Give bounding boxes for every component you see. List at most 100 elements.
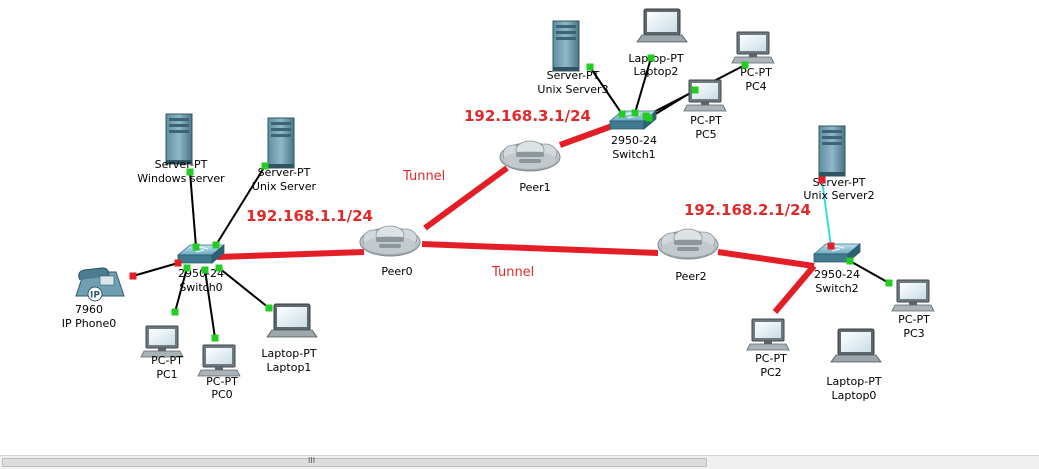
port-status-switch2-unix_server2-0 <box>818 176 826 184</box>
laptop-icon <box>830 328 882 363</box>
router-icon <box>359 225 421 257</box>
pc-icon <box>746 318 790 351</box>
device-label-model: Server-PT <box>155 158 208 171</box>
device-peer1[interactable]: Peer1 <box>499 140 561 194</box>
device-label-model: PC-PT <box>898 313 930 326</box>
device-label-name: PC3 <box>903 327 924 340</box>
device-label-model: Server-PT <box>547 69 600 82</box>
device-label-name: Switch0 <box>179 281 222 294</box>
device-label-model: 2950-24 <box>611 134 657 147</box>
port-status-switch0-pc0-1 <box>201 266 209 274</box>
device-label-model: PC-PT <box>206 375 238 388</box>
device-label-name: Unix Server <box>252 180 317 193</box>
device-peer2[interactable]: Peer2 <box>657 228 719 283</box>
link-switch1-laptop2[interactable] <box>634 57 652 114</box>
device-label-name: PC4 <box>745 80 766 93</box>
router-icon <box>499 140 561 172</box>
device-label-name: IP Phone0 <box>62 317 116 330</box>
link-peer0-peer1[interactable] <box>423 165 509 231</box>
device-label-name: Switch2 <box>815 282 858 295</box>
pc-icon <box>731 31 775 64</box>
port-status-switch1-unix_server3-0 <box>586 63 594 71</box>
device-label-name: Unix Server3 <box>537 83 608 96</box>
ip-address-note: 192.168.3.1/24 <box>464 107 591 125</box>
pc-icon <box>683 79 727 112</box>
server-icon <box>165 113 193 165</box>
router-icon <box>657 228 719 260</box>
port-status-switch0-pc1-1 <box>183 264 191 272</box>
link-switch0-peer0[interactable] <box>216 249 365 260</box>
horizontal-scrollbar[interactable]: III <box>0 455 1039 469</box>
link-peer1-switch1[interactable] <box>558 123 614 148</box>
device-label-model: PC-PT <box>690 114 722 127</box>
port-status-switch0-unix_server-0 <box>261 162 269 170</box>
port-status-switch0-pc0-0 <box>211 334 219 342</box>
device-label-name: PC2 <box>760 366 781 379</box>
device-label-name: Windows server <box>137 172 225 185</box>
device-label-name: Laptop2 <box>634 65 679 78</box>
port-status-switch2-pc3-0 <box>885 279 893 287</box>
pc-icon <box>197 344 241 377</box>
port-status-switch1-unix_server3-1 <box>618 110 626 118</box>
link-switch0-ip_phone0[interactable] <box>132 262 179 277</box>
device-label-model: Peer0 <box>381 265 412 278</box>
device-label-model: Server-PT <box>813 176 866 189</box>
annotations-layer: 192.168.1.1/24 192.168.3.1/24 192.168.2.1/… <box>246 107 811 280</box>
scrollbar-thumb[interactable]: III <box>2 456 707 467</box>
link-switch2-pc2[interactable] <box>772 264 817 314</box>
device-label-model: Laptop-PT <box>628 52 683 65</box>
port-status-switch1-pc5-1 <box>645 114 653 122</box>
network-topology-canvas[interactable]: Peer0Peer1Peer22950-24Switch02950-24Swit… <box>0 0 1039 455</box>
laptop-icon <box>636 8 688 43</box>
device-label-model: 7960 <box>75 303 103 316</box>
link-switch0-pc0[interactable] <box>204 269 216 339</box>
link-switch0-unix_server[interactable] <box>215 165 266 246</box>
port-status-switch0-laptop1-0 <box>265 304 273 312</box>
port-status-switch0-unix_server-1 <box>212 241 220 249</box>
link-switch0-windows_server[interactable] <box>189 171 197 248</box>
port-status-switch1-laptop2-0 <box>647 54 655 62</box>
port-status-switch0-ip_phone0-1 <box>174 259 182 267</box>
port-status-switch1-pc4-0 <box>741 61 749 69</box>
server-icon <box>267 117 295 169</box>
port-status-switch1-laptop2-1 <box>631 109 639 117</box>
device-label-model: PC-PT <box>151 354 183 367</box>
link-switch1-pc5[interactable] <box>648 89 696 119</box>
scrollbar-grip: III <box>308 456 316 465</box>
port-status-switch0-laptop1-1 <box>215 264 223 272</box>
device-label-model: Laptop-PT <box>826 375 881 388</box>
link-peer2-switch2[interactable] <box>717 249 815 269</box>
phone-icon: IP <box>75 267 125 302</box>
devices-layer: Peer0Peer1Peer22950-24Switch02950-24Swit… <box>62 8 935 402</box>
link-peer0-peer2[interactable] <box>421 241 659 256</box>
svg-text:IP: IP <box>90 291 100 301</box>
device-label-name: Laptop1 <box>267 361 312 374</box>
link-switch2-pc3[interactable] <box>849 260 890 284</box>
port-status-switch1-pc5-0 <box>691 86 699 94</box>
link-switch2-unix_server2[interactable] <box>821 179 832 247</box>
device-label-model: 2950-24 <box>814 268 860 281</box>
link-switch1-unix_server3[interactable] <box>589 66 623 115</box>
port-status-switch0-windows_server-0 <box>186 168 194 176</box>
ip-address-note: 192.168.1.1/24 <box>246 207 373 225</box>
link-switch0-laptop1[interactable] <box>218 267 270 309</box>
link-switch0-pc1[interactable] <box>174 267 188 313</box>
ip-address-note: 192.168.2.1/24 <box>684 201 811 219</box>
device-peer0[interactable]: Peer0 <box>359 225 421 278</box>
port-status-switch2-pc3-1 <box>846 257 854 265</box>
